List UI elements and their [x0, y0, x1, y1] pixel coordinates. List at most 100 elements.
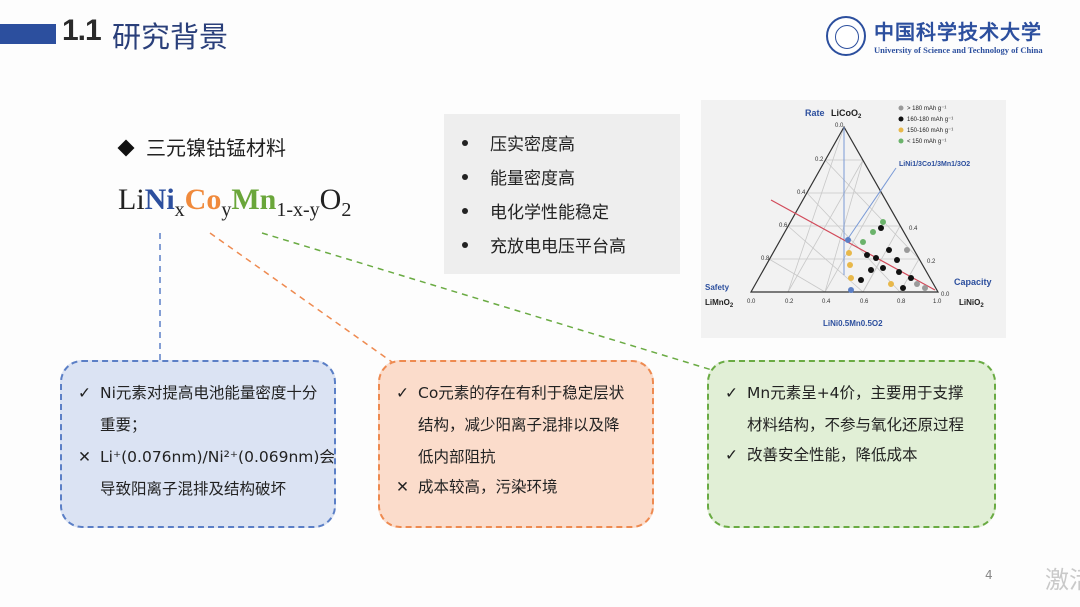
apex-labels: Rate LiCoO2 Safety LiMnO2 Capacity LiNiO…	[705, 108, 992, 328]
material-heading: 三元镍钴锰材料	[117, 132, 286, 161]
card-line: 低内部阻抗	[396, 442, 496, 472]
card-line: 导致阳离子混排及结构破坏	[78, 474, 286, 504]
check-icon: ✓	[78, 384, 91, 402]
data-point	[886, 247, 892, 253]
co-card: ✓ Co元素的存在有利于稳定层状 结构，减少阳离子混排以及降 低内部阻抗 ✕ 成本较…	[378, 360, 654, 528]
safety-capacity-line	[770, 199, 936, 291]
data-point	[880, 265, 886, 271]
bullet-dot-icon	[462, 140, 468, 146]
legend-marker	[898, 127, 904, 133]
ni-card: ✓Ni元素对提高电池能量密度十分 重要； ✕Li⁺(0.076nm)/Ni²⁺(…	[60, 360, 336, 528]
formula-li: Li	[118, 183, 145, 216]
card-text: Mn元素呈+4价，主要用于支撑	[747, 384, 964, 402]
features-box: 压实密度高 能量密度高 电化学性能稳定 充放电电压平台高	[444, 114, 680, 274]
data-point	[848, 287, 854, 293]
card-line: ✕Li⁺(0.076nm)/Ni²⁺(0.069nm)会	[78, 442, 335, 472]
apex-left-label: LiMnO2	[705, 298, 734, 309]
bullet-dot-icon	[462, 208, 468, 214]
card-text: 材料结构，不参与氧化还原过程	[747, 416, 965, 434]
ternary-triangle	[749, 125, 940, 293]
formula-ni-sub: x	[174, 199, 185, 221]
features-list: 压实密度高 能量密度高 电化学性能稳定 充放电电压平台高	[462, 132, 626, 268]
feature-text: 能量密度高	[490, 169, 575, 189]
co-connector	[209, 232, 393, 363]
data-point	[896, 269, 902, 275]
cross-icon: ✕	[396, 478, 409, 496]
tick-label: 0.0	[835, 123, 844, 129]
formula-co: Co	[184, 183, 222, 216]
card-text: 导致阳离子混排及结构破坏	[100, 480, 287, 498]
tick-label: 0.2	[815, 157, 824, 163]
legend-marker	[898, 116, 904, 122]
material-heading-text: 三元镍钴锰材料	[146, 136, 286, 160]
tick-label: 0.6	[860, 299, 869, 305]
card-text: Li⁺(0.076nm)/Ni²⁺(0.069nm)会	[100, 448, 335, 466]
formula-mn: Mn	[231, 183, 277, 216]
tick-label: 0.4	[822, 299, 831, 305]
feature-item: 充放电电压平台高	[462, 234, 626, 268]
tick-label: 0.2	[785, 299, 794, 305]
university-seal-icon	[826, 16, 866, 56]
legend-label: > 180 mAh g⁻¹	[907, 106, 946, 112]
nm0505-label: LiNi0.5Mn0.5O2	[823, 319, 883, 328]
card-line: ✓ Mn元素呈+4价，主要用于支撑	[725, 378, 964, 408]
logo-chinese-name: 中国科学技术大学	[874, 20, 1042, 44]
legend-marker	[898, 105, 904, 111]
feature-item: 电化学性能稳定	[462, 200, 626, 234]
title-accent-bar	[0, 24, 56, 44]
ni111-arrow	[846, 167, 897, 241]
check-icon: ✓	[396, 384, 409, 402]
activation-watermark: 激活	[1045, 566, 1080, 594]
tick-label: 0.8	[897, 299, 906, 305]
feature-text: 压实密度高	[490, 135, 575, 155]
legend-label: < 150 mAh g⁻¹	[907, 139, 946, 145]
card-line: ✕ 成本较高，污染环境	[396, 472, 558, 502]
data-point	[900, 285, 906, 291]
card-text: 重要；	[100, 416, 147, 434]
bullet-dot-icon	[462, 174, 468, 180]
tick-labels: 0.0 0.2 0.4 0.6 0.8 1.0 0.8 0.6 0.4 0.2 …	[747, 123, 950, 305]
safety-label: Safety	[705, 283, 730, 292]
data-point	[878, 225, 884, 231]
feature-text: 充放电电压平台高	[490, 237, 626, 257]
legend-label: 150-160 mAh g⁻¹	[907, 128, 953, 134]
feature-text: 电化学性能稳定	[490, 203, 609, 223]
card-line: 结构，减少阳离子混排以及降	[396, 410, 620, 440]
section-number: 1.1	[62, 14, 102, 47]
card-text: 结构，减少阳离子混排以及降	[418, 416, 620, 434]
card-text: 成本较高，污染环境	[418, 478, 558, 496]
tick-label: 0.2	[927, 259, 936, 265]
logo-english-name: University of Science and Technology of …	[874, 45, 1043, 55]
card-line: ✓ Co元素的存在有利于稳定层状	[396, 378, 624, 408]
feature-item: 能量密度高	[462, 166, 626, 200]
bullet-dot-icon	[462, 242, 468, 248]
university-logo: 中国科学技术大学 University of Science and Techn…	[826, 16, 1062, 58]
check-icon: ✓	[725, 446, 738, 464]
card-line: ✓改善安全性能，降低成本	[725, 440, 918, 470]
rate-label: Rate	[805, 108, 825, 118]
card-line: 材料结构，不参与氧化还原过程	[725, 410, 964, 440]
mn-card: ✓ Mn元素呈+4价，主要用于支撑 材料结构，不参与氧化还原过程 ✓改善安全性能，…	[707, 360, 996, 528]
data-point	[873, 255, 879, 261]
data-point	[845, 237, 851, 243]
card-text: Co元素的存在有利于稳定层状	[418, 384, 625, 402]
chemical-formula: LiNixCoyMn1-x-yO2	[118, 183, 351, 222]
tick-label: 0.6	[779, 223, 788, 229]
ternary-diagram: 0.0 0.2 0.4 0.6 0.8 1.0 0.8 0.6 0.4 0.2 …	[701, 100, 1006, 338]
apex-top-label: LiCoO2	[831, 108, 862, 120]
data-point	[860, 239, 866, 245]
check-icon: ✓	[725, 384, 738, 402]
data-point	[894, 257, 900, 263]
page-number: 4	[985, 568, 993, 582]
tick-label: 0.4	[797, 190, 806, 196]
data-point	[870, 229, 876, 235]
mn-connector	[261, 232, 713, 371]
data-point	[848, 275, 854, 281]
tick-label: 0.8	[761, 256, 770, 262]
tick-label: 1.0	[933, 299, 942, 305]
data-point	[847, 262, 853, 268]
data-point	[846, 250, 852, 256]
diagram-legend: > 180 mAh g⁻¹ 160-180 mAh g⁻¹ 150-160 mA…	[898, 105, 953, 145]
card-line: ✓Ni元素对提高电池能量密度十分	[78, 378, 317, 408]
